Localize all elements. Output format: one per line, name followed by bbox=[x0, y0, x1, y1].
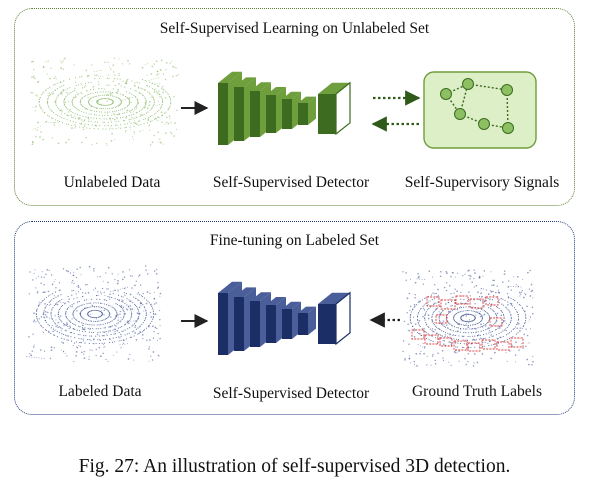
self-supervised-detector-top bbox=[218, 71, 351, 145]
ground-truth-box bbox=[496, 341, 510, 351]
detector-layer bbox=[250, 91, 260, 137]
detector-layer bbox=[266, 95, 276, 133]
unlabeled-point-cloud bbox=[30, 57, 179, 146]
detector-layer bbox=[250, 301, 260, 347]
ground-truth-box bbox=[510, 337, 524, 348]
ground-truth-box bbox=[481, 339, 496, 350]
ground-truth-box bbox=[489, 317, 503, 327]
detector-layer-top bbox=[318, 292, 350, 304]
ground-truth-box bbox=[426, 296, 440, 307]
ground-truth-box bbox=[453, 340, 468, 351]
detector-layer-top bbox=[234, 77, 256, 87]
signal-node bbox=[440, 88, 452, 100]
self-supervised-detector-bottom bbox=[218, 281, 351, 355]
detector-layer-top bbox=[318, 82, 350, 94]
detector-layer bbox=[282, 309, 292, 339]
detector-layer-top bbox=[250, 292, 271, 301]
detector-layer-top bbox=[298, 306, 316, 313]
detector-layer-top bbox=[298, 96, 316, 103]
ground-truth-box bbox=[485, 296, 499, 306]
labeled-point-cloud bbox=[26, 265, 162, 363]
ground-truth-box bbox=[440, 299, 456, 310]
detector-layer-top bbox=[218, 71, 242, 83]
labeled-data-label: Labeled Data bbox=[58, 383, 142, 400]
detector-layer bbox=[218, 293, 228, 355]
unlabeled-data-label: Unlabeled Data bbox=[63, 174, 161, 191]
detector-layer bbox=[218, 83, 228, 145]
ground-truth-box bbox=[469, 298, 484, 309]
ground-truth-box bbox=[439, 337, 453, 347]
detector-layer-side bbox=[308, 306, 316, 335]
signal-node bbox=[501, 84, 513, 96]
ground-truth-point-cloud bbox=[402, 269, 534, 367]
detector-layer bbox=[234, 87, 244, 141]
detector-layer-top bbox=[218, 281, 242, 293]
detector-layer-top bbox=[282, 301, 301, 309]
detector-layer bbox=[318, 304, 336, 344]
detector-layer-side bbox=[308, 96, 316, 125]
ground-truth-boxes bbox=[411, 295, 524, 352]
detector-layer bbox=[266, 305, 276, 343]
ground-truth-box bbox=[435, 314, 448, 324]
detector-layer bbox=[298, 313, 308, 335]
detector-layer-side bbox=[335, 291, 351, 346]
self-supervised-detector-label-bottom: Self-Supervised Detector bbox=[212, 385, 370, 402]
detector-layer-top bbox=[266, 297, 286, 305]
signal-node bbox=[478, 118, 490, 130]
fine-tuning-panel bbox=[14, 221, 575, 415]
ground-truth-labels-label: Ground Truth Labels bbox=[411, 383, 543, 400]
fine-tuning-panel-title: Fine-tuning on Labeled Set bbox=[209, 232, 380, 249]
signal-node bbox=[502, 122, 514, 134]
self-supervisory-signals-label: Self-Supervisory Signals bbox=[404, 174, 560, 191]
figure-caption: Fig. 27: An illustration of self-supervi… bbox=[78, 456, 511, 477]
detector-layer bbox=[318, 94, 336, 134]
detector-layer bbox=[234, 297, 244, 351]
ground-truth-box bbox=[467, 342, 481, 352]
ground-truth-box bbox=[455, 295, 469, 305]
detector-layer-side bbox=[335, 81, 351, 136]
self-supervisory-signals-box bbox=[423, 71, 537, 149]
detector-layer-top bbox=[266, 87, 286, 95]
detector-layer-top bbox=[282, 91, 301, 99]
detector-layer-top bbox=[234, 287, 256, 297]
self-supervised-panel bbox=[14, 8, 575, 206]
signals-graph bbox=[440, 78, 514, 134]
self-supervised-detector-label-top: Self-Supervised Detector bbox=[212, 174, 370, 191]
signal-edge bbox=[467, 83, 508, 91]
detector-layer bbox=[298, 103, 308, 125]
self-supervised-panel-title: Self-Supervised Learning on Unlabeled Se… bbox=[159, 20, 430, 37]
ground-truth-box bbox=[411, 329, 425, 340]
detector-layer bbox=[282, 99, 292, 129]
signal-node bbox=[454, 108, 466, 120]
ground-truth-box bbox=[424, 334, 439, 345]
signal-node bbox=[462, 78, 474, 90]
detector-layer-top bbox=[250, 82, 271, 91]
